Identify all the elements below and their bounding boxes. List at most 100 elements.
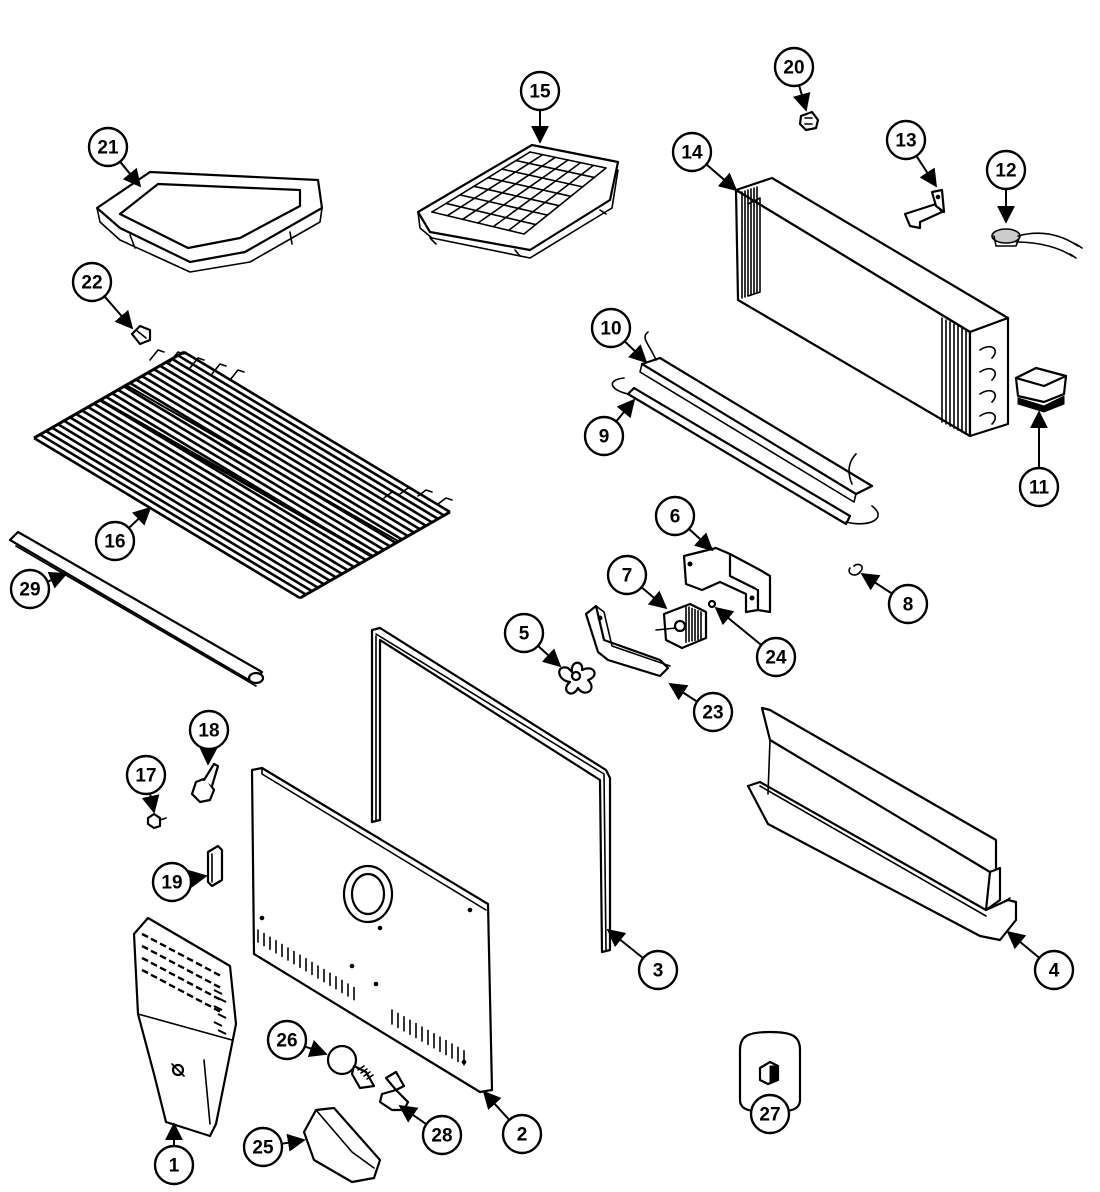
callout-1: 1 [153, 1144, 195, 1186]
callout-number: 23 [702, 703, 723, 724]
light-bulb-part [326, 1044, 376, 1090]
callout-2: 2 [501, 1113, 543, 1155]
leader-line-7 [640, 586, 668, 610]
leader-line-29 [47, 571, 68, 589]
callout-number: 20 [783, 58, 804, 79]
callout-circle [606, 554, 648, 596]
screw-part [146, 812, 167, 830]
callout-22: 22 [71, 261, 113, 303]
callout-27: 27 [749, 1093, 791, 1135]
leader-line-9 [615, 398, 636, 423]
callout-circle [583, 415, 625, 457]
callout-circle [749, 1093, 791, 1135]
callout-15: 15 [519, 70, 561, 112]
callout-9: 9 [583, 415, 625, 457]
callout-number: 11 [1029, 478, 1050, 499]
leader-line-13 [915, 155, 937, 188]
callout-24: 24 [755, 636, 797, 678]
callout-circle [637, 949, 679, 991]
callout-circle [9, 568, 51, 610]
callout-circle [153, 1144, 195, 1186]
callout-25: 25 [242, 1126, 284, 1168]
callout-number: 17 [135, 766, 156, 787]
lamp-socket-part [378, 1070, 410, 1112]
callout-18: 18 [188, 709, 230, 751]
bin-tray-part [95, 170, 324, 273]
defrost-heater-tube-part [611, 377, 879, 526]
leader-line-17 [141, 793, 160, 814]
indicator-lens-part [206, 844, 224, 888]
leader-line-22 [103, 295, 134, 330]
defrost-thermostat-part [991, 228, 1083, 259]
evaporator-part [734, 176, 1010, 438]
callout-number: 24 [765, 648, 787, 669]
leader-line-5 [537, 645, 562, 668]
callout-circle [266, 1019, 308, 1061]
trim-strip-part [8, 530, 265, 687]
callout-circle [773, 46, 815, 88]
leader-line-23 [668, 683, 698, 703]
callout-13: 13 [885, 119, 927, 161]
callout-12: 12 [985, 149, 1027, 191]
callout-circle [1033, 949, 1075, 991]
callout-16: 16 [94, 520, 136, 562]
callout-number: 26 [276, 1031, 297, 1052]
callout-number: 21 [97, 138, 119, 159]
leader-line-19 [188, 869, 208, 888]
leader-line-4 [1006, 930, 1040, 959]
callout-5: 5 [503, 612, 545, 654]
callout-11: 11 [1018, 466, 1060, 508]
callout-circle [671, 131, 713, 173]
fan-blade-part [558, 661, 596, 695]
leader-line-8 [860, 573, 893, 595]
light-shield-part [302, 1106, 382, 1184]
callout-number: 28 [431, 1126, 452, 1147]
bracket-13-part [903, 188, 946, 230]
leader-line-24 [714, 606, 762, 646]
callout-number: 3 [653, 961, 664, 982]
defrost-heater-channel-part [639, 331, 874, 503]
leader-line-21 [119, 161, 142, 188]
leader-line-3 [606, 928, 644, 959]
wire-shelf-part [33, 349, 453, 600]
callout-8: 8 [887, 583, 929, 625]
callout-number: 25 [252, 1138, 274, 1159]
drain-trough-part [746, 706, 1018, 942]
callout-number: 6 [670, 507, 681, 528]
callout-circle [692, 691, 734, 733]
knob-part [798, 110, 820, 132]
callout-number: 2 [517, 1125, 528, 1146]
callout-circle [519, 70, 561, 112]
fan-motor-part [655, 602, 708, 650]
control-knob-part [190, 762, 220, 804]
leader-line-6 [688, 528, 714, 552]
callout-number: 13 [895, 131, 916, 152]
callout-circle [71, 261, 113, 303]
gasket-part [370, 626, 612, 954]
callout-number: 14 [681, 143, 703, 164]
callout-circle [87, 126, 129, 168]
callout-circle [887, 583, 929, 625]
callout-number: 12 [995, 161, 1016, 182]
callout-circle [188, 709, 230, 751]
callout-number: 5 [519, 624, 530, 645]
callout-circle [242, 1126, 284, 1168]
leader-line-14 [705, 163, 738, 192]
callout-number: 9 [599, 427, 610, 448]
leader-line-2 [482, 1090, 510, 1121]
callout-number: 18 [198, 721, 219, 742]
callout-14: 14 [671, 131, 713, 173]
leader-line-26 [304, 1040, 328, 1057]
door-switch-part [738, 1030, 802, 1114]
callout-circle [421, 1114, 463, 1156]
callout-circle [501, 1113, 543, 1155]
leader-line-25 [281, 1133, 306, 1152]
bracket-6-part [682, 546, 772, 614]
callout-19: 19 [151, 861, 193, 903]
callout-circle [985, 149, 1027, 191]
callout-circle [654, 495, 696, 537]
callout-number: 27 [759, 1105, 780, 1126]
callout-20: 20 [773, 46, 815, 88]
control-housing-part [132, 916, 238, 1138]
